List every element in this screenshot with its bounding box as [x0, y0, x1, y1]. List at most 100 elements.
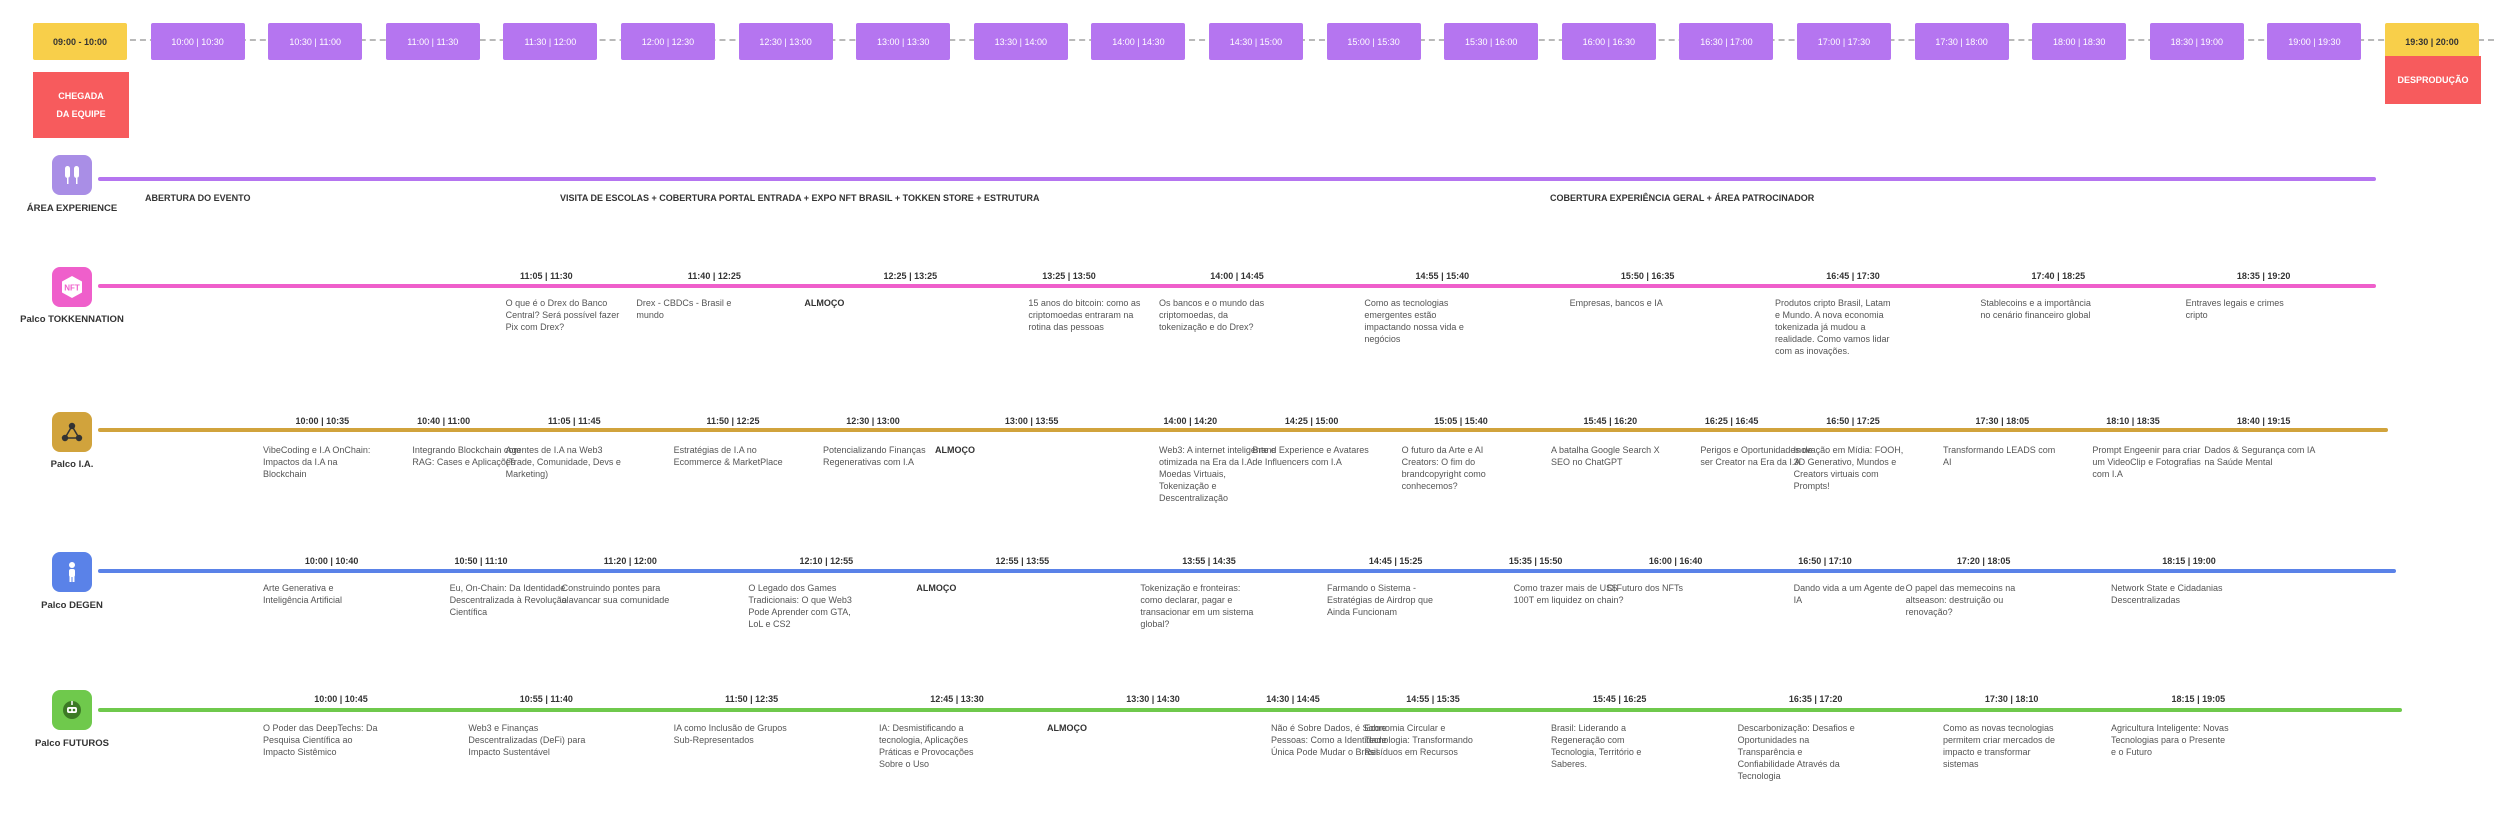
time-slot: 09:00 - 10:00 — [33, 23, 127, 60]
session-title: 15 anos do bitcoin: como as criptomoedas… — [1028, 298, 1141, 332]
session-title: Web3: A internet inteligente e otimizada… — [1159, 445, 1276, 503]
stage-name: Palco TOKKENNATION — [20, 314, 124, 325]
session-time: 16:50 | 17:10 — [1798, 556, 1852, 566]
session-title: Agricultura Inteligente: Novas Tecnologi… — [2111, 723, 2229, 757]
ai-network-icon — [52, 412, 92, 452]
stage-line — [98, 284, 2376, 288]
session-title: Os bancos e o mundo das criptomoedas, da… — [1159, 298, 1265, 332]
ai-network-icon-glyph — [61, 422, 83, 442]
session-time: 15:50 | 16:35 — [1620, 271, 1675, 281]
session-time: 11:40 | 12:25 — [687, 271, 741, 281]
session-time: 18:15 | 19:05 — [2171, 694, 2226, 704]
experience-caption-visits: VISITA DE ESCOLAS + COBERTURA PORTAL ENT… — [560, 193, 1040, 203]
session-time: 10:00 | 10:35 — [295, 416, 350, 426]
session-title: Produtos cripto Brasil, Latam e Mundo. A… — [1775, 298, 1891, 356]
stage-name: Palco I.A. — [50, 459, 94, 470]
session-title: ALMOÇO — [916, 583, 957, 593]
robot-icon — [52, 690, 92, 730]
time-slot: 18:30 | 19:00 — [2149, 23, 2244, 60]
session-time: 17:20 | 18:05 — [1956, 556, 2011, 566]
session-time: 14:00 | 14:20 — [1163, 416, 1218, 426]
nft-icon-glyph: NFT — [62, 276, 82, 298]
svg-text:NFT: NFT — [64, 284, 80, 293]
person-icon-glyph — [69, 562, 75, 582]
session-time: 14:25 | 15:00 — [1284, 416, 1339, 426]
session-title: Potencializando Finanças Regenerativas c… — [823, 445, 926, 467]
session-time: 11:20 | 12:00 — [603, 556, 657, 566]
session-title: Perigos e Oportunidades de ser Creator n… — [1700, 445, 1813, 467]
session-time: 17:30 | 18:10 — [1984, 694, 2039, 704]
session-time: 13:55 | 14:35 — [1182, 556, 1236, 566]
experience-icon — [52, 155, 92, 195]
session-time: 12:55 | 13:55 — [995, 556, 1050, 566]
time-slot: 11:00 | 11:30 — [385, 23, 480, 60]
session-time: 14:30 | 14:45 — [1266, 694, 1320, 704]
session-time: 14:55 | 15:35 — [1406, 694, 1460, 704]
session-time: 16:45 | 17:30 — [1826, 271, 1880, 281]
time-slot: 16:30 | 17:00 — [1679, 23, 1774, 60]
session-title: O Futuro dos NFTs — [1607, 583, 1684, 593]
session-time: 18:40 | 19:15 — [2236, 416, 2291, 426]
session-title: O Legado dos Games Tradicionais: O que W… — [748, 583, 852, 629]
session-title: Stablecoins e a importância no cenário f… — [1980, 298, 2091, 320]
robot-icon-glyph — [63, 701, 81, 719]
time-slot: 15:00 | 15:30 — [1326, 23, 1421, 60]
session-title: IA: Desmistificando a tecnologia, Aplica… — [879, 723, 974, 769]
session-time: 10:50 | 11:10 — [454, 556, 508, 566]
session-title: VibeCoding e I.A OnChain: Impactos da I.… — [263, 445, 371, 479]
session-time: 10:40 | 11:00 — [417, 416, 471, 426]
session-time: 10:55 | 11:40 — [519, 694, 573, 704]
time-slot: 10:30 | 11:00 — [268, 23, 363, 60]
experience-name: ÁREA EXPERIENCE — [26, 203, 118, 214]
nft-icon: NFT — [52, 267, 92, 307]
session-title: Inovação em Mídia: FOOH, 3D Generativo, … — [1793, 445, 1904, 491]
session-title: Entraves legais e crimes cripto — [2185, 298, 2284, 320]
session-title: Tokenização e fronteiras: como declarar,… — [1140, 583, 1254, 629]
session-time: 12:45 | 13:30 — [930, 694, 984, 704]
experience-icon-glyph — [65, 166, 79, 184]
session-title: IA como Inclusão de Grupos Sub-Represent… — [673, 723, 787, 745]
time-slot: 14:00 | 14:30 — [1091, 23, 1186, 60]
teardown-label: DESPRODUÇÃO — [2397, 75, 2469, 85]
time-slot: 15:30 | 16:00 — [1444, 23, 1539, 60]
session-time: 10:00 | 10:45 — [314, 694, 368, 704]
session-time: 11:05 | 11:30 — [520, 271, 573, 281]
session-title: O futuro da Arte e AI Creators: O fim do… — [1401, 445, 1486, 491]
session-time: 13:25 | 13:50 — [1042, 271, 1096, 281]
session-title: Network State e Cidadanias Descentraliza… — [2111, 583, 2223, 605]
session-time: 15:45 | 16:25 — [1592, 694, 1647, 704]
session-time: 14:45 | 15:25 — [1368, 556, 1423, 566]
session-time: 12:25 | 13:25 — [883, 271, 938, 281]
session-time: 15:05 | 15:40 — [1434, 416, 1488, 426]
session-title: Prompt Engeenir para criar um VideoClip … — [2092, 445, 2201, 479]
session-time: 15:45 | 16:20 — [1583, 416, 1638, 426]
stage-line — [98, 708, 2402, 712]
session-title: Arte Generativa e Inteligência Artificia… — [263, 583, 343, 605]
session-title: Agentes de I.A na Web3 (Trade, Comunidad… — [505, 445, 621, 479]
session-time: 10:00 | 10:40 — [304, 556, 359, 566]
time-slot: 18:00 | 18:30 — [2032, 23, 2127, 60]
session-title: Dando vida a um Agente de IA — [1793, 583, 1905, 605]
session-title: Eu, On-Chain: Da Identidade Descentraliz… — [449, 583, 567, 617]
experience-caption-coverage: COBERTURA EXPERIÊNCIA GERAL + ÁREA PATRO… — [1550, 193, 1815, 203]
stage-name: Palco FUTUROS — [35, 738, 109, 749]
session-title: Descarbonização: Desafios e Oportunidade… — [1737, 723, 1855, 781]
session-title: Brand Experience e Avatares de Influence… — [1252, 445, 1369, 467]
session-title: O Poder das DeepTechs: Da Pesquisa Cient… — [263, 723, 378, 757]
session-time: 14:55 | 15:40 — [1415, 271, 1470, 281]
session-title: Não é Sobre Dados, é Sobre Pessoas: Como… — [1271, 723, 1387, 757]
time-slot: 11:30 | 12:00 — [503, 23, 598, 60]
session-time: 17:40 | 18:25 — [2031, 271, 2086, 281]
experience-caption-opening: ABERTURA DO EVENTO — [145, 193, 251, 203]
session-title: Estratégias de I.A no Ecommerce & Market… — [673, 445, 783, 467]
time-slot: 19:30 | 20:00 — [2385, 23, 2479, 60]
session-time: 11:05 | 11:45 — [548, 416, 601, 426]
session-title: Economia Circular e Tecnologia: Transfor… — [1364, 723, 1473, 757]
session-time: 13:00 | 13:55 — [1004, 416, 1059, 426]
session-time: 18:15 | 19:00 — [2162, 556, 2216, 566]
session-title: Brasil: Liderando a Regeneração com Tecn… — [1551, 723, 1642, 769]
session-title: Web3 e Finanças Descentralizadas (DeFi) … — [468, 723, 586, 757]
time-slot: 13:30 | 14:00 — [973, 23, 1068, 60]
session-time: 12:30 | 13:00 — [846, 416, 900, 426]
